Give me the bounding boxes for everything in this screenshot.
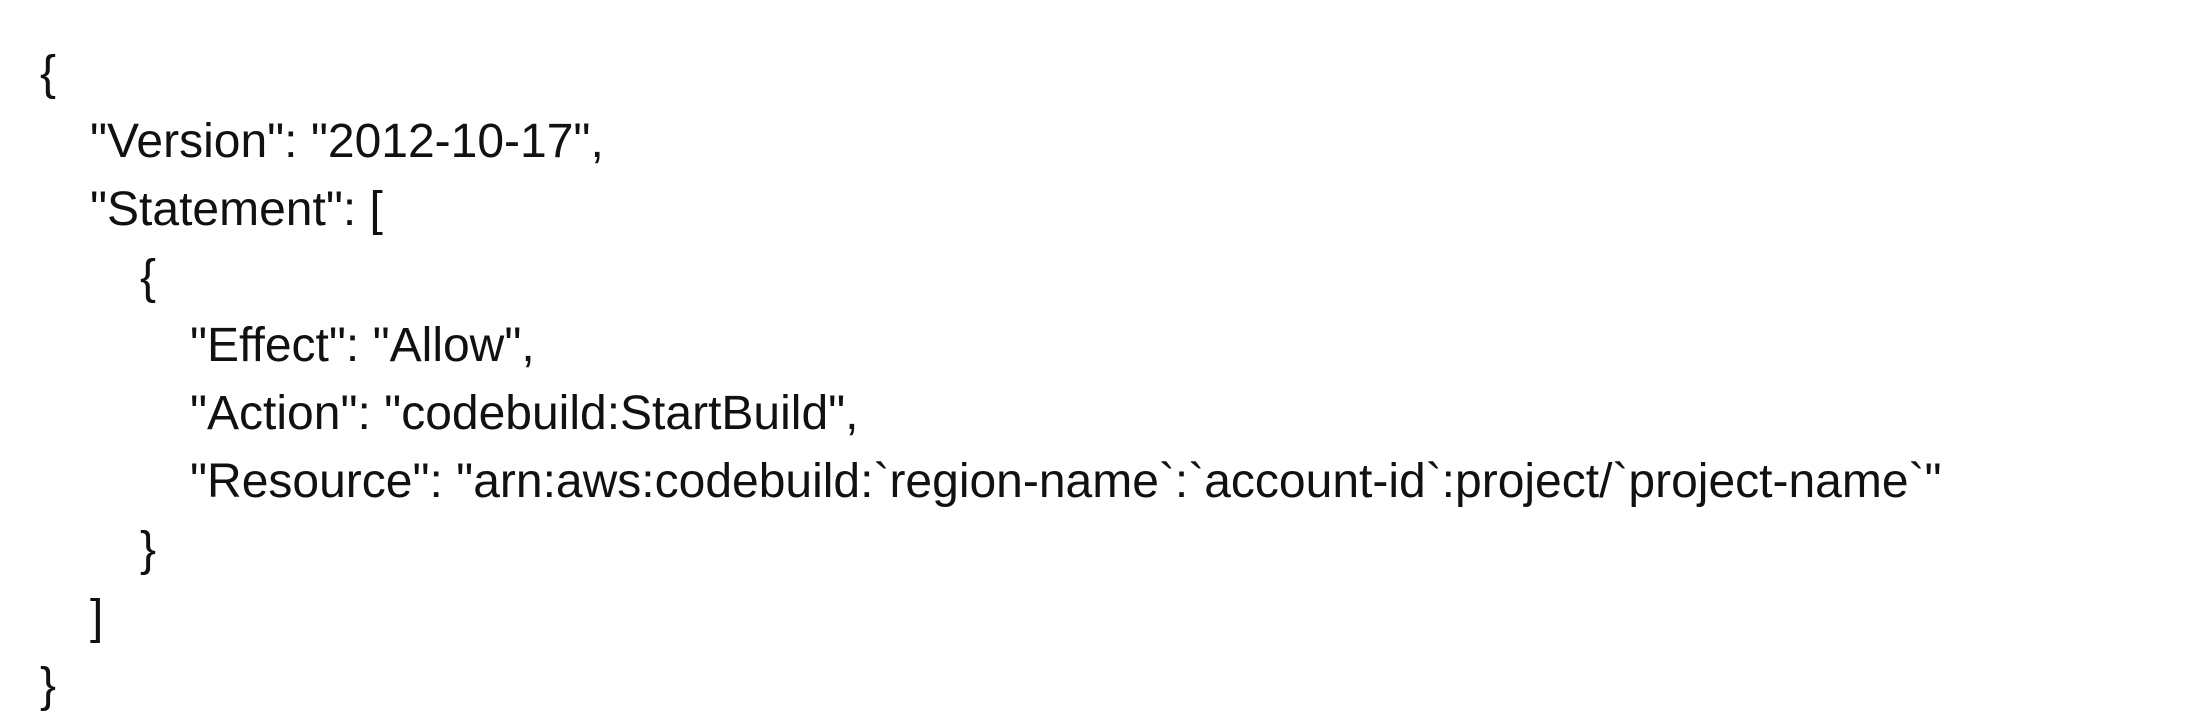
json-effect-line: "Effect": "Allow", — [190, 319, 535, 372]
json-statement-line: "Statement": [ — [90, 183, 383, 236]
json-version-line: "Version": "2012-10-17", — [90, 115, 604, 168]
statement-close-brace: } — [140, 523, 157, 576]
statement-close-bracket: ] — [90, 591, 104, 644]
json-close-brace: } — [40, 659, 57, 712]
json-open-brace: { — [40, 47, 57, 100]
json-resource-line: "Resource": "arn:aws:codebuild:`region-n… — [190, 455, 1942, 508]
policy-json-block: { "Version": "2012-10-17", "Statement": … — [40, 40, 1942, 720]
json-action-line: "Action": "codebuild:StartBuild", — [190, 387, 859, 440]
statement-open-brace: { — [140, 251, 157, 304]
